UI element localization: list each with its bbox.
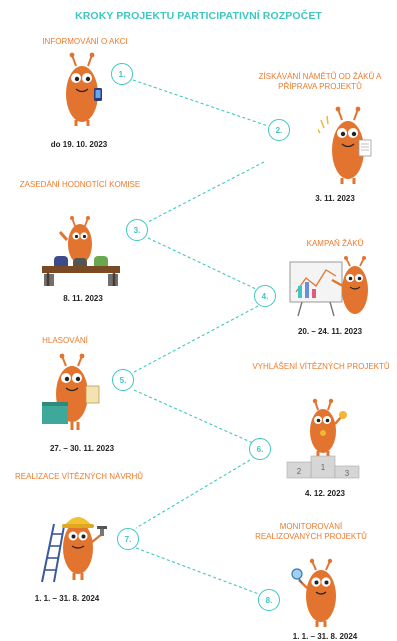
step-4-node: 4. (254, 285, 276, 307)
step-8-date: 1. 1. – 31. 8. 2024 (292, 632, 358, 641)
podium-2-label: 2 (297, 467, 302, 476)
step-8-label: MONITOROVÁNÍ REALIZOVANÝCH PROJEKTŮ (255, 522, 367, 541)
character-with-hardhat-ladder-icon (41, 517, 107, 583)
character-with-ballot-box-icon (42, 353, 100, 430)
character-on-podium-icon: 2 1 3 (286, 398, 360, 479)
step-5-date: 27. – 30. 11. 2023 (49, 444, 115, 453)
podium-3-label: 3 (345, 469, 350, 478)
step-1-date: do 19. 10. 2023 (50, 140, 108, 149)
step-6-label: VYHLÁŠENÍ VÍTĚZNÝCH PROJEKTŮ (252, 362, 390, 371)
podium-1-label: 1 (321, 463, 326, 472)
diagram-title: KROKY PROJEKTU PARTICIPATIVNÍ ROZPOČET (75, 10, 322, 22)
step-7-date: 1. 1. – 31. 8. 2024 (34, 594, 100, 603)
step-6-node: 6. (249, 438, 271, 460)
step-4-label: KAMPAŇ ŽÁKŮ (306, 239, 364, 248)
step-5-node: 5. (112, 369, 134, 391)
step-4-date: 20. – 24. 11. 2023 (297, 327, 363, 336)
step-7-node: 7. (117, 528, 139, 550)
step-1-label: INFORMOVÁNÍ O AKCI (42, 37, 128, 46)
step-5-label: HLASOVÁNÍ (42, 336, 88, 345)
character-with-magnifier-icon (291, 558, 336, 627)
step-7-label: REALIZACE VÍTĚZNÝCH NÁVRHŮ (14, 472, 144, 481)
step-2-label: ZÍSKÁVÁNÍ NÁMĚTŮ OD ŽÁKŮ A PŘÍPRAVA PROJ… (258, 72, 382, 91)
step-2-date: 3. 11. 2023 (315, 194, 355, 203)
character-with-phone-icon (66, 52, 102, 126)
step-1-node: 1. (111, 63, 133, 85)
character-with-chart-board-icon (289, 256, 368, 317)
character-with-notes-icon (318, 106, 372, 184)
step-3-node: 3. (126, 219, 148, 241)
committee-table-icon (42, 216, 120, 286)
step-8-node: 8. (258, 589, 280, 611)
step-3-date: 8. 11. 2023 (63, 294, 103, 303)
step-3-label: ZASEDÁNÍ HODNOTÍCÍ KOMISE (19, 180, 141, 189)
step-6-date: 4. 12. 2023 (304, 489, 346, 498)
step-2-node: 2. (268, 119, 290, 141)
